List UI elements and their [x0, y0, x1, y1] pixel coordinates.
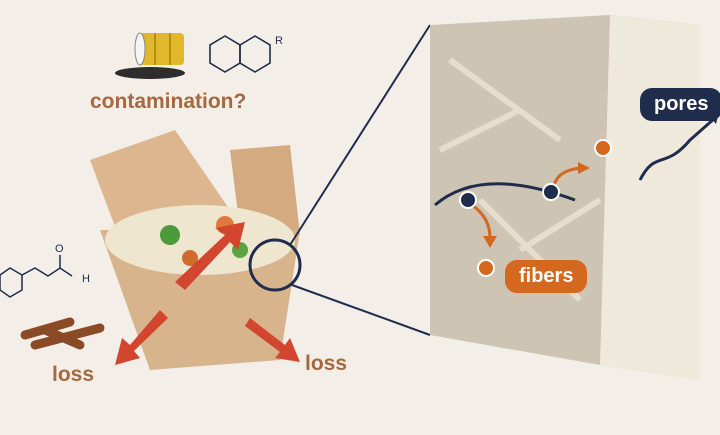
naphthalene-molecule-icon [209, 35, 271, 73]
loss-arrows [115, 222, 300, 365]
loss-label-right: loss [305, 352, 348, 375]
molecule-dot [542, 183, 560, 201]
fiber-dot [477, 259, 495, 277]
hydrogen-label: H [82, 273, 90, 285]
pore-path-arrow [638, 116, 716, 181]
cinnamon-sticks-icon [20, 317, 105, 350]
oxygen-label: O [55, 243, 64, 255]
molecule-dot [459, 191, 477, 209]
oil-barrel-icon [115, 32, 185, 79]
zoom-circle [248, 238, 302, 292]
zoom-line-bottom [291, 284, 431, 336]
fiber-dot [594, 139, 612, 157]
pores-label: pores [640, 88, 720, 121]
cinnamaldehyde-molecule-icon [0, 255, 73, 298]
substituent-label: R [275, 35, 283, 47]
contamination-label: contamination? [90, 90, 247, 113]
loss-label-left: loss [52, 363, 95, 386]
fibers-label: fibers [505, 260, 588, 293]
zoom-line-top [289, 24, 431, 246]
